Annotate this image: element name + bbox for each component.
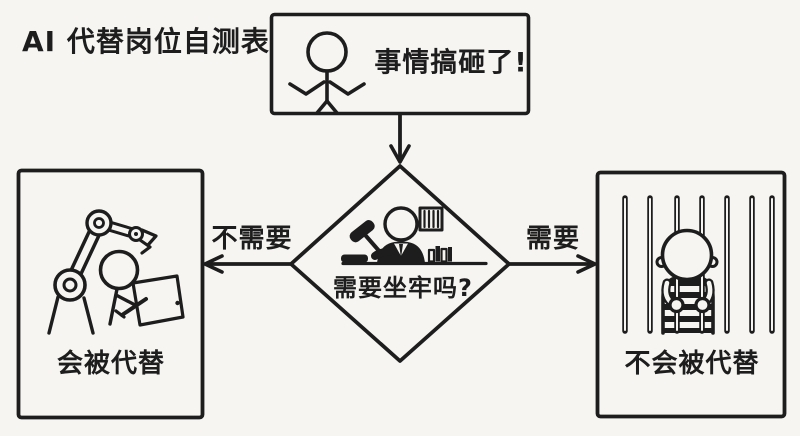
law-books-icon bbox=[427, 246, 452, 263]
judge-with-gavel-icon bbox=[341, 206, 488, 266]
page-title: AI 代替岗位自测表 bbox=[22, 25, 270, 58]
edge-no-label: 不需要 bbox=[211, 224, 293, 254]
prisoner-behind-bars-icon bbox=[622, 195, 775, 335]
robot-arm-and-person-icon bbox=[47, 209, 185, 335]
decision-node-label: 需要坐牢吗? bbox=[333, 274, 473, 302]
start-node-label: 事情搞砸了! bbox=[374, 47, 528, 79]
outcome-replaced-label: 会被代替 bbox=[56, 349, 166, 379]
outcome-not-replaced-label: 不会被代替 bbox=[624, 349, 760, 379]
outcome-replaced-box bbox=[16, 168, 205, 420]
arrow-left-no bbox=[203, 254, 292, 274]
arrow-right-yes bbox=[508, 254, 597, 274]
barred-window-icon bbox=[418, 206, 444, 232]
shrugging-person-icon bbox=[288, 31, 366, 115]
edge-yes-label: 需要 bbox=[525, 224, 581, 254]
arrow-down bbox=[389, 113, 411, 164]
